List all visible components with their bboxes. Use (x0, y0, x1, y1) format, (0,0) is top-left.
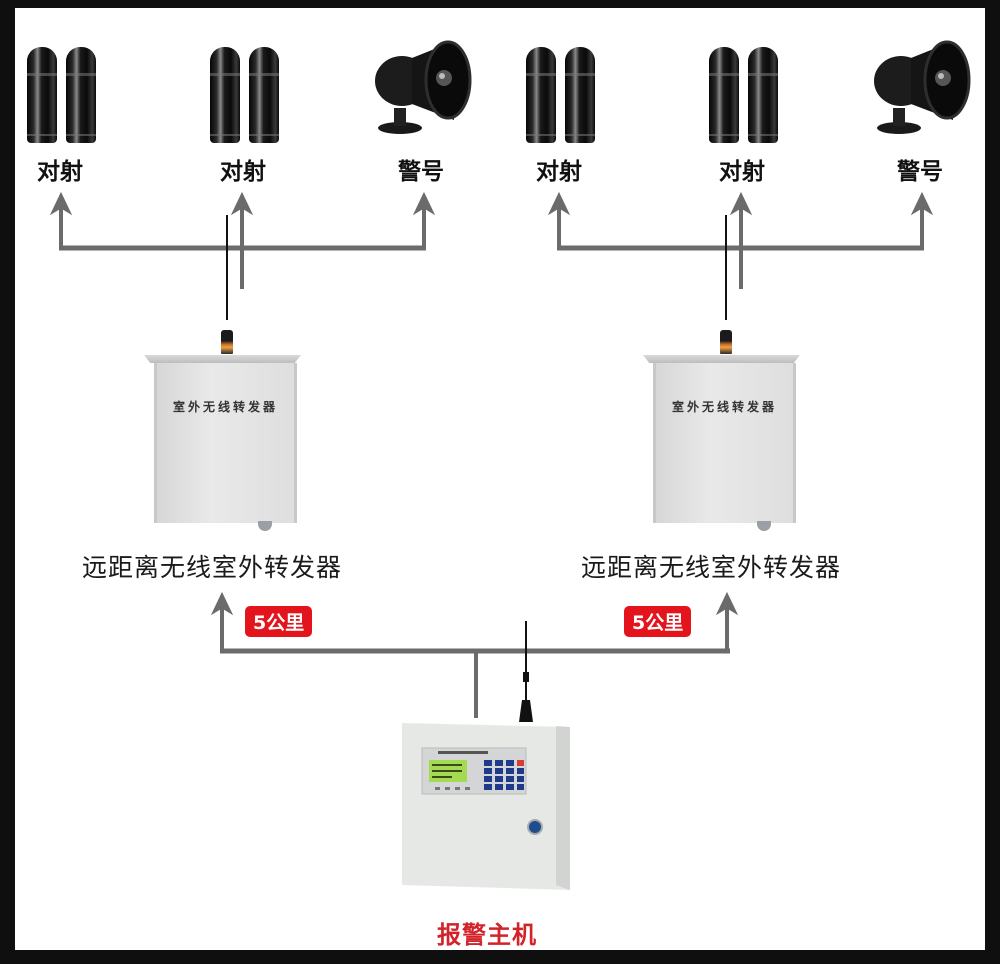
beam-sensor-pair-4 (709, 47, 779, 143)
arrowhead-icon (715, 591, 739, 616)
device-label: 警号 (897, 159, 943, 185)
device-label: 对射 (719, 159, 765, 185)
repeater-label: 远距离无线室外转发器 (82, 553, 343, 582)
host-label: 报警主机 (437, 921, 537, 949)
distance-badge: 5公里 (245, 606, 313, 637)
repeater-device-1: 室外无线转发器 (144, 355, 301, 531)
beam-sensor-icon (27, 47, 57, 143)
repeater-label: 远距离无线室外转发器 (581, 553, 842, 582)
repeater-panel-text: 室外无线转发器 (172, 400, 278, 414)
beam-sensor-pair-2 (210, 47, 280, 143)
beam-sensor-icon (66, 47, 96, 143)
distance-badge: 5公里 (624, 606, 692, 637)
arrowhead-icon (230, 191, 254, 216)
beam-sensor-pair-1 (27, 47, 97, 143)
device-label: 对射 (37, 159, 83, 185)
antenna-connector-icon (720, 330, 732, 354)
device-label: 警号 (398, 159, 444, 185)
beam-sensor-icon (748, 47, 778, 143)
beam-sensor-icon (709, 47, 739, 143)
antenna-connector-icon (221, 330, 233, 354)
siren-icon (874, 40, 971, 134)
arrowhead-icon (49, 191, 73, 216)
arrowhead-icon (210, 591, 234, 616)
arrowhead-icon (729, 191, 753, 216)
arrowhead-icon (412, 191, 436, 216)
beam-sensor-icon (526, 47, 556, 143)
alarm-host-device (402, 723, 570, 890)
device-label: 对射 (220, 159, 266, 185)
repeater-panel-text: 室外无线转发器 (671, 400, 777, 414)
beam-sensor-icon (210, 47, 240, 143)
beam-sensor-icon (565, 47, 595, 143)
siren-icon (375, 40, 472, 134)
device-label: 对射 (536, 159, 582, 185)
repeater-device-2: 室外无线转发器 (643, 355, 800, 531)
arrowhead-icon (910, 191, 934, 216)
beam-sensor-pair-3 (526, 47, 596, 143)
arrowhead-icon (547, 191, 571, 216)
beam-sensor-icon (249, 47, 279, 143)
